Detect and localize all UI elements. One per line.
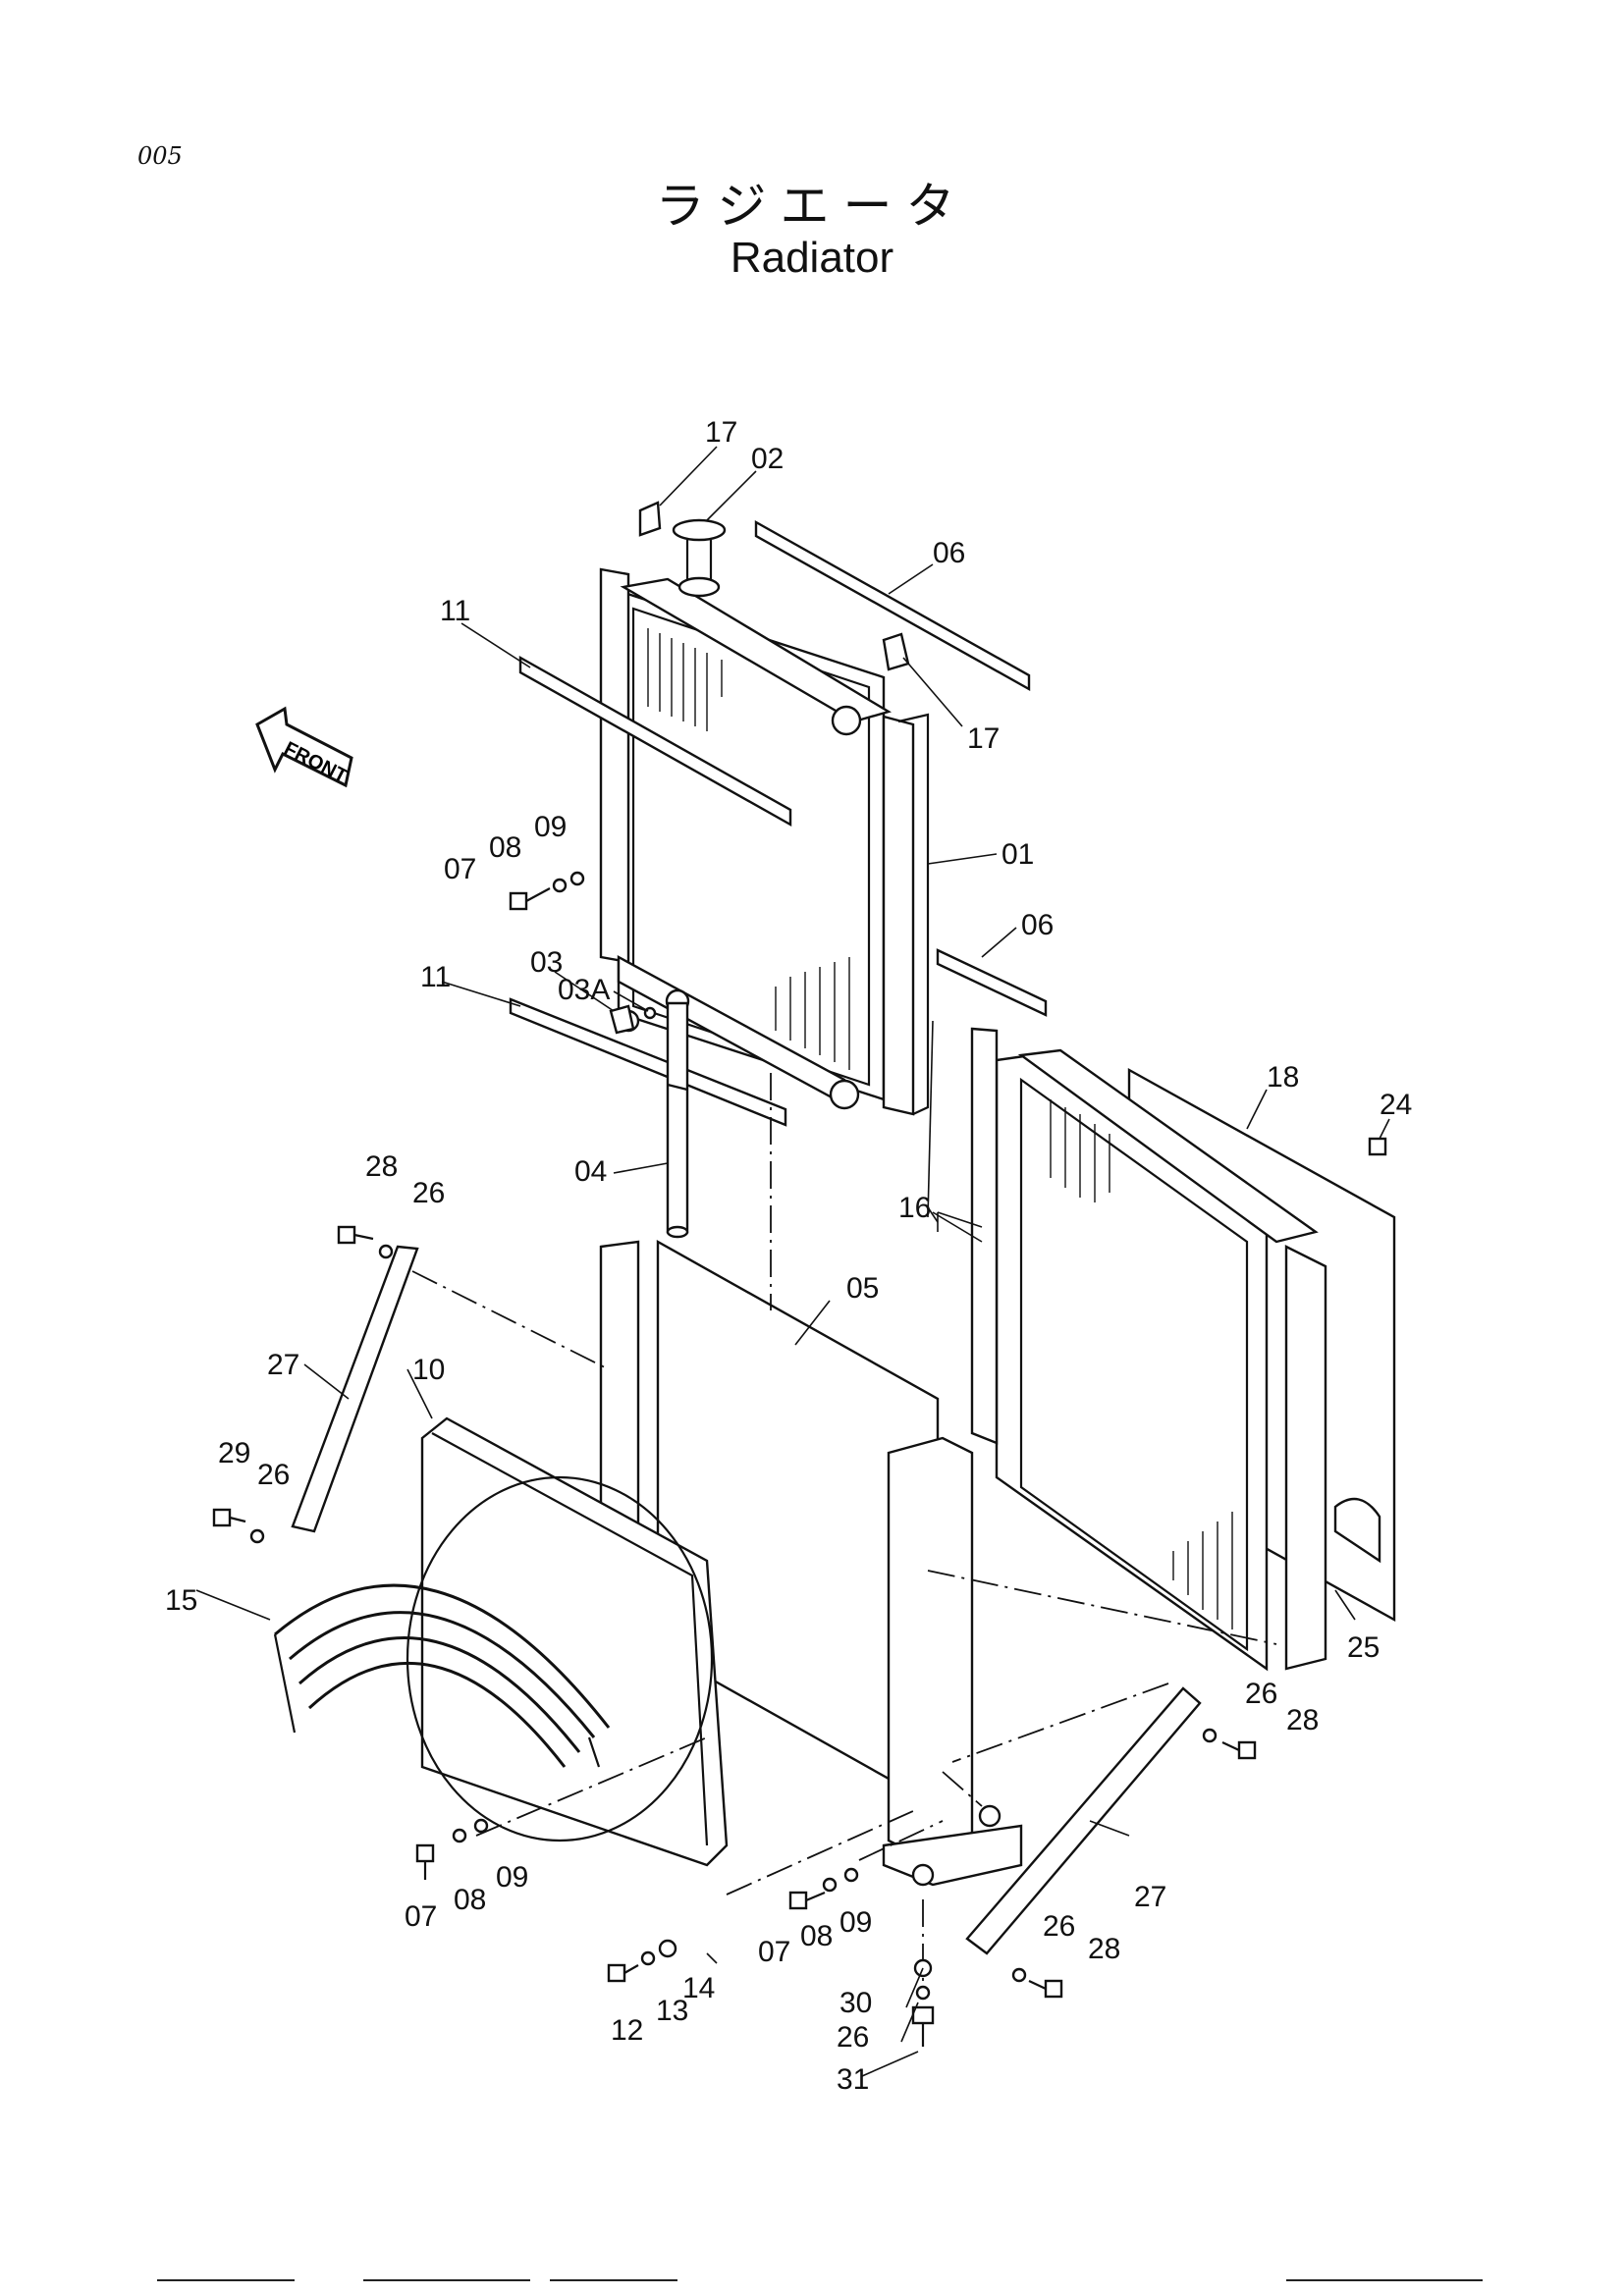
callout-11-lower: 11 [420, 961, 451, 993]
callout-09-left: 09 [496, 1861, 528, 1894]
callout-28-lower: 28 [1088, 1933, 1120, 1965]
callout-28-right: 28 [1286, 1704, 1319, 1736]
callout-24: 24 [1380, 1089, 1412, 1121]
page-number: 005 [137, 142, 183, 170]
callout-07-upper: 07 [444, 853, 476, 885]
callout-25: 25 [1347, 1631, 1380, 1664]
callout-26-left-top: 26 [412, 1177, 445, 1209]
callout-26-right: 26 [1245, 1678, 1277, 1710]
bolt-07-left [415, 1843, 435, 1880]
title-english: Radiator [730, 234, 894, 282]
seal-strips [509, 519, 1391, 1304]
callout-13: 13 [656, 1995, 688, 2027]
callout-labels: 17 02 06 11 17 01 09 08 07 06 03 03A 11 … [165, 416, 1412, 2096]
bolt-07-mid [788, 1891, 826, 1910]
callout-26-lower: 26 [1043, 1910, 1075, 1943]
callout-04: 04 [574, 1155, 607, 1188]
callout-17-top: 17 [705, 416, 737, 449]
bolt-24 [1368, 1137, 1387, 1156]
callout-28-left: 28 [365, 1150, 398, 1183]
callout-27-right: 27 [1134, 1881, 1166, 1913]
callout-08-left: 08 [454, 1884, 486, 1916]
front-arrow: FRONT [255, 706, 353, 788]
callout-30: 30 [839, 1987, 872, 2019]
callout-14: 14 [682, 1972, 715, 2004]
callout-06-top: 06 [933, 537, 965, 569]
callout-12: 12 [611, 2014, 643, 2047]
callout-07-left: 07 [405, 1900, 437, 1933]
callout-29: 29 [218, 1437, 250, 1469]
callout-10: 10 [412, 1354, 445, 1386]
callout-15: 15 [165, 1584, 197, 1617]
callout-31: 31 [837, 2063, 869, 2096]
shroud-frame [599, 1239, 1023, 1887]
leader-lines [195, 446, 1390, 2077]
fan-shroud [406, 1416, 729, 1867]
callout-27-left: 27 [267, 1349, 299, 1381]
bracket-17-top [638, 501, 662, 537]
assembly-lines [411, 1073, 1277, 1993]
stay-left [291, 1245, 419, 1533]
callout-18: 18 [1267, 1061, 1299, 1094]
callout-11-top: 11 [440, 595, 470, 627]
callout-09-upper: 09 [534, 811, 567, 843]
title-japanese: ラジエータ [655, 178, 969, 235]
callout-16: 16 [898, 1192, 931, 1224]
callout-06-right: 06 [1021, 909, 1054, 941]
callout-05: 05 [846, 1272, 879, 1305]
callout-01: 01 [1001, 838, 1034, 871]
fasteners [212, 871, 1387, 2047]
bolt-28-right [1221, 1740, 1257, 1760]
fan-guard [273, 1583, 611, 1768]
bolt-07-upper [509, 887, 551, 911]
bracket-17-right [882, 632, 910, 671]
callout-26-bottom: 26 [837, 2021, 869, 2054]
footer-rule-4 [1286, 2279, 1483, 2281]
callout-17-right: 17 [967, 722, 1000, 755]
footer-rule-2 [363, 2279, 530, 2281]
callout-03A: 03A [558, 974, 610, 1006]
bolt-28-lower [1028, 1979, 1063, 1999]
callout-07-mid: 07 [758, 1936, 790, 1968]
bolt-31 [911, 2005, 935, 2047]
callout-08-mid: 08 [800, 1920, 833, 1952]
callout-09-mid: 09 [839, 1906, 872, 1939]
oil-cooler [970, 1027, 1396, 1672]
callout-03: 03 [530, 946, 563, 979]
radiator-core [599, 518, 930, 1116]
bolt-28-left [337, 1225, 374, 1245]
stay-right [965, 1686, 1202, 1955]
footer-rule-1 [157, 2279, 295, 2281]
bolt-12 [607, 1963, 639, 1983]
hose [666, 1001, 689, 1239]
front-arrow-label: FRONT [281, 738, 351, 788]
callout-08-upper: 08 [489, 831, 521, 864]
footer-rule-3 [550, 2279, 677, 2281]
callout-02: 02 [751, 443, 784, 475]
callout-26-left-mid: 26 [257, 1459, 290, 1491]
bolt-29 [212, 1508, 246, 1527]
